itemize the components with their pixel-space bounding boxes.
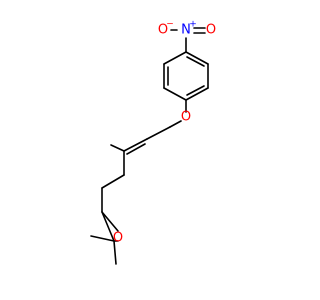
- nitro-nitrogen-charge: +: [189, 20, 197, 30]
- nitro-oxygen-left: O: [158, 23, 168, 38]
- ring-bond-3: [185, 87, 209, 101]
- nitro-oxygen-charge: −: [166, 20, 174, 30]
- bond-ch-c-double-a: [123, 138, 148, 152]
- bond-methyl-left: [90, 235, 115, 242]
- ring-bond-1-inner: [186, 56, 205, 67]
- nitro-group: [170, 27, 206, 53]
- bond-ch-c-double-b: [126, 143, 146, 155]
- atom-labels: O − N + O O O: [113, 20, 216, 246]
- epoxide-ring: [90, 211, 119, 265]
- bond-methyl-down: [113, 240, 117, 265]
- epoxide-bond-c-c: [101, 211, 115, 242]
- bond-methyl-upper: [110, 144, 125, 152]
- epoxide-bond-ch-o: [101, 211, 119, 232]
- ring-bond-3-inner: [186, 85, 205, 96]
- nitro-nitrogen: N: [181, 23, 191, 38]
- benzene-ring: [163, 51, 209, 101]
- bond-ch2-ch: [146, 126, 171, 140]
- ring-bond-6: [163, 51, 187, 65]
- chemical-structure-diagram: O − N + O O O: [90, 20, 216, 265]
- ether-oxygen: O: [181, 110, 191, 125]
- ring-bond-1: [185, 51, 209, 65]
- nitro-oxygen-right: O: [206, 23, 216, 38]
- bond-ch2a-ch2b: [101, 174, 125, 189]
- epoxide-oxygen: O: [113, 231, 123, 246]
- bond-ether-o-ch2: [169, 120, 182, 128]
- side-chain: [101, 99, 187, 213]
- ring-bond-4: [163, 87, 187, 101]
